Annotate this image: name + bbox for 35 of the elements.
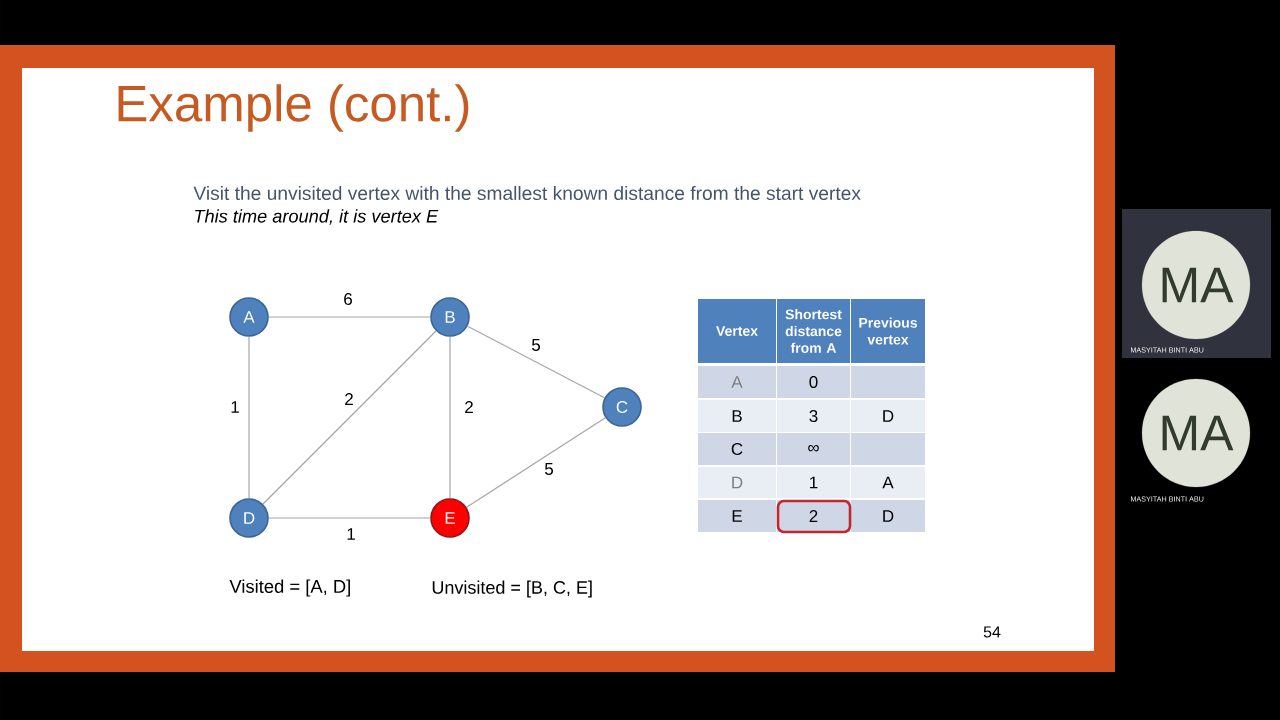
table-cell: D xyxy=(698,467,776,498)
page-number: 54 xyxy=(983,626,1001,638)
table-cell: A xyxy=(851,467,925,498)
table-cell: 3 xyxy=(777,400,850,432)
table-cell: C xyxy=(698,433,776,465)
graph-edge xyxy=(262,330,437,505)
table-cell: B xyxy=(698,400,776,432)
table-cell: D xyxy=(851,400,925,432)
table-cell: E xyxy=(698,500,776,532)
table-cell: 1 xyxy=(777,467,850,498)
note-text: This time around, it is vertex E xyxy=(195,209,439,225)
instruction-text: Visit the unvisited vertex with the smallest known distance from the start vertex xyxy=(193,186,861,201)
edge-label: 2 xyxy=(465,401,473,413)
edge-label: 2 xyxy=(345,393,353,405)
visited-list: Visited = [A, D] xyxy=(229,579,350,597)
graph-edge xyxy=(449,336,451,499)
table-cell: 0 xyxy=(777,366,850,398)
edge-label: 5 xyxy=(544,463,554,475)
table-header-cell: Shortest distance from A xyxy=(777,299,850,363)
table-header-cell: Vertex xyxy=(698,299,776,363)
table-cell: A xyxy=(698,366,776,398)
graph-edge xyxy=(268,517,431,519)
graph-edge xyxy=(248,336,250,499)
slide-title: Example (cont.) xyxy=(118,84,469,132)
graph-edge xyxy=(466,325,606,399)
graph-edge xyxy=(466,417,606,508)
edge-label: 5 xyxy=(531,339,541,351)
graph-edge xyxy=(268,316,431,318)
table-cell: ∞ xyxy=(777,433,850,465)
table-cell: D xyxy=(851,500,925,532)
edge-label: 6 xyxy=(344,293,352,305)
edge-label: 1 xyxy=(347,528,355,540)
unvisited-list: Unvisited = [B, C, E] xyxy=(432,580,592,598)
table-header-cell: Previous vertex xyxy=(851,299,925,363)
edge-label: 1 xyxy=(231,401,239,413)
